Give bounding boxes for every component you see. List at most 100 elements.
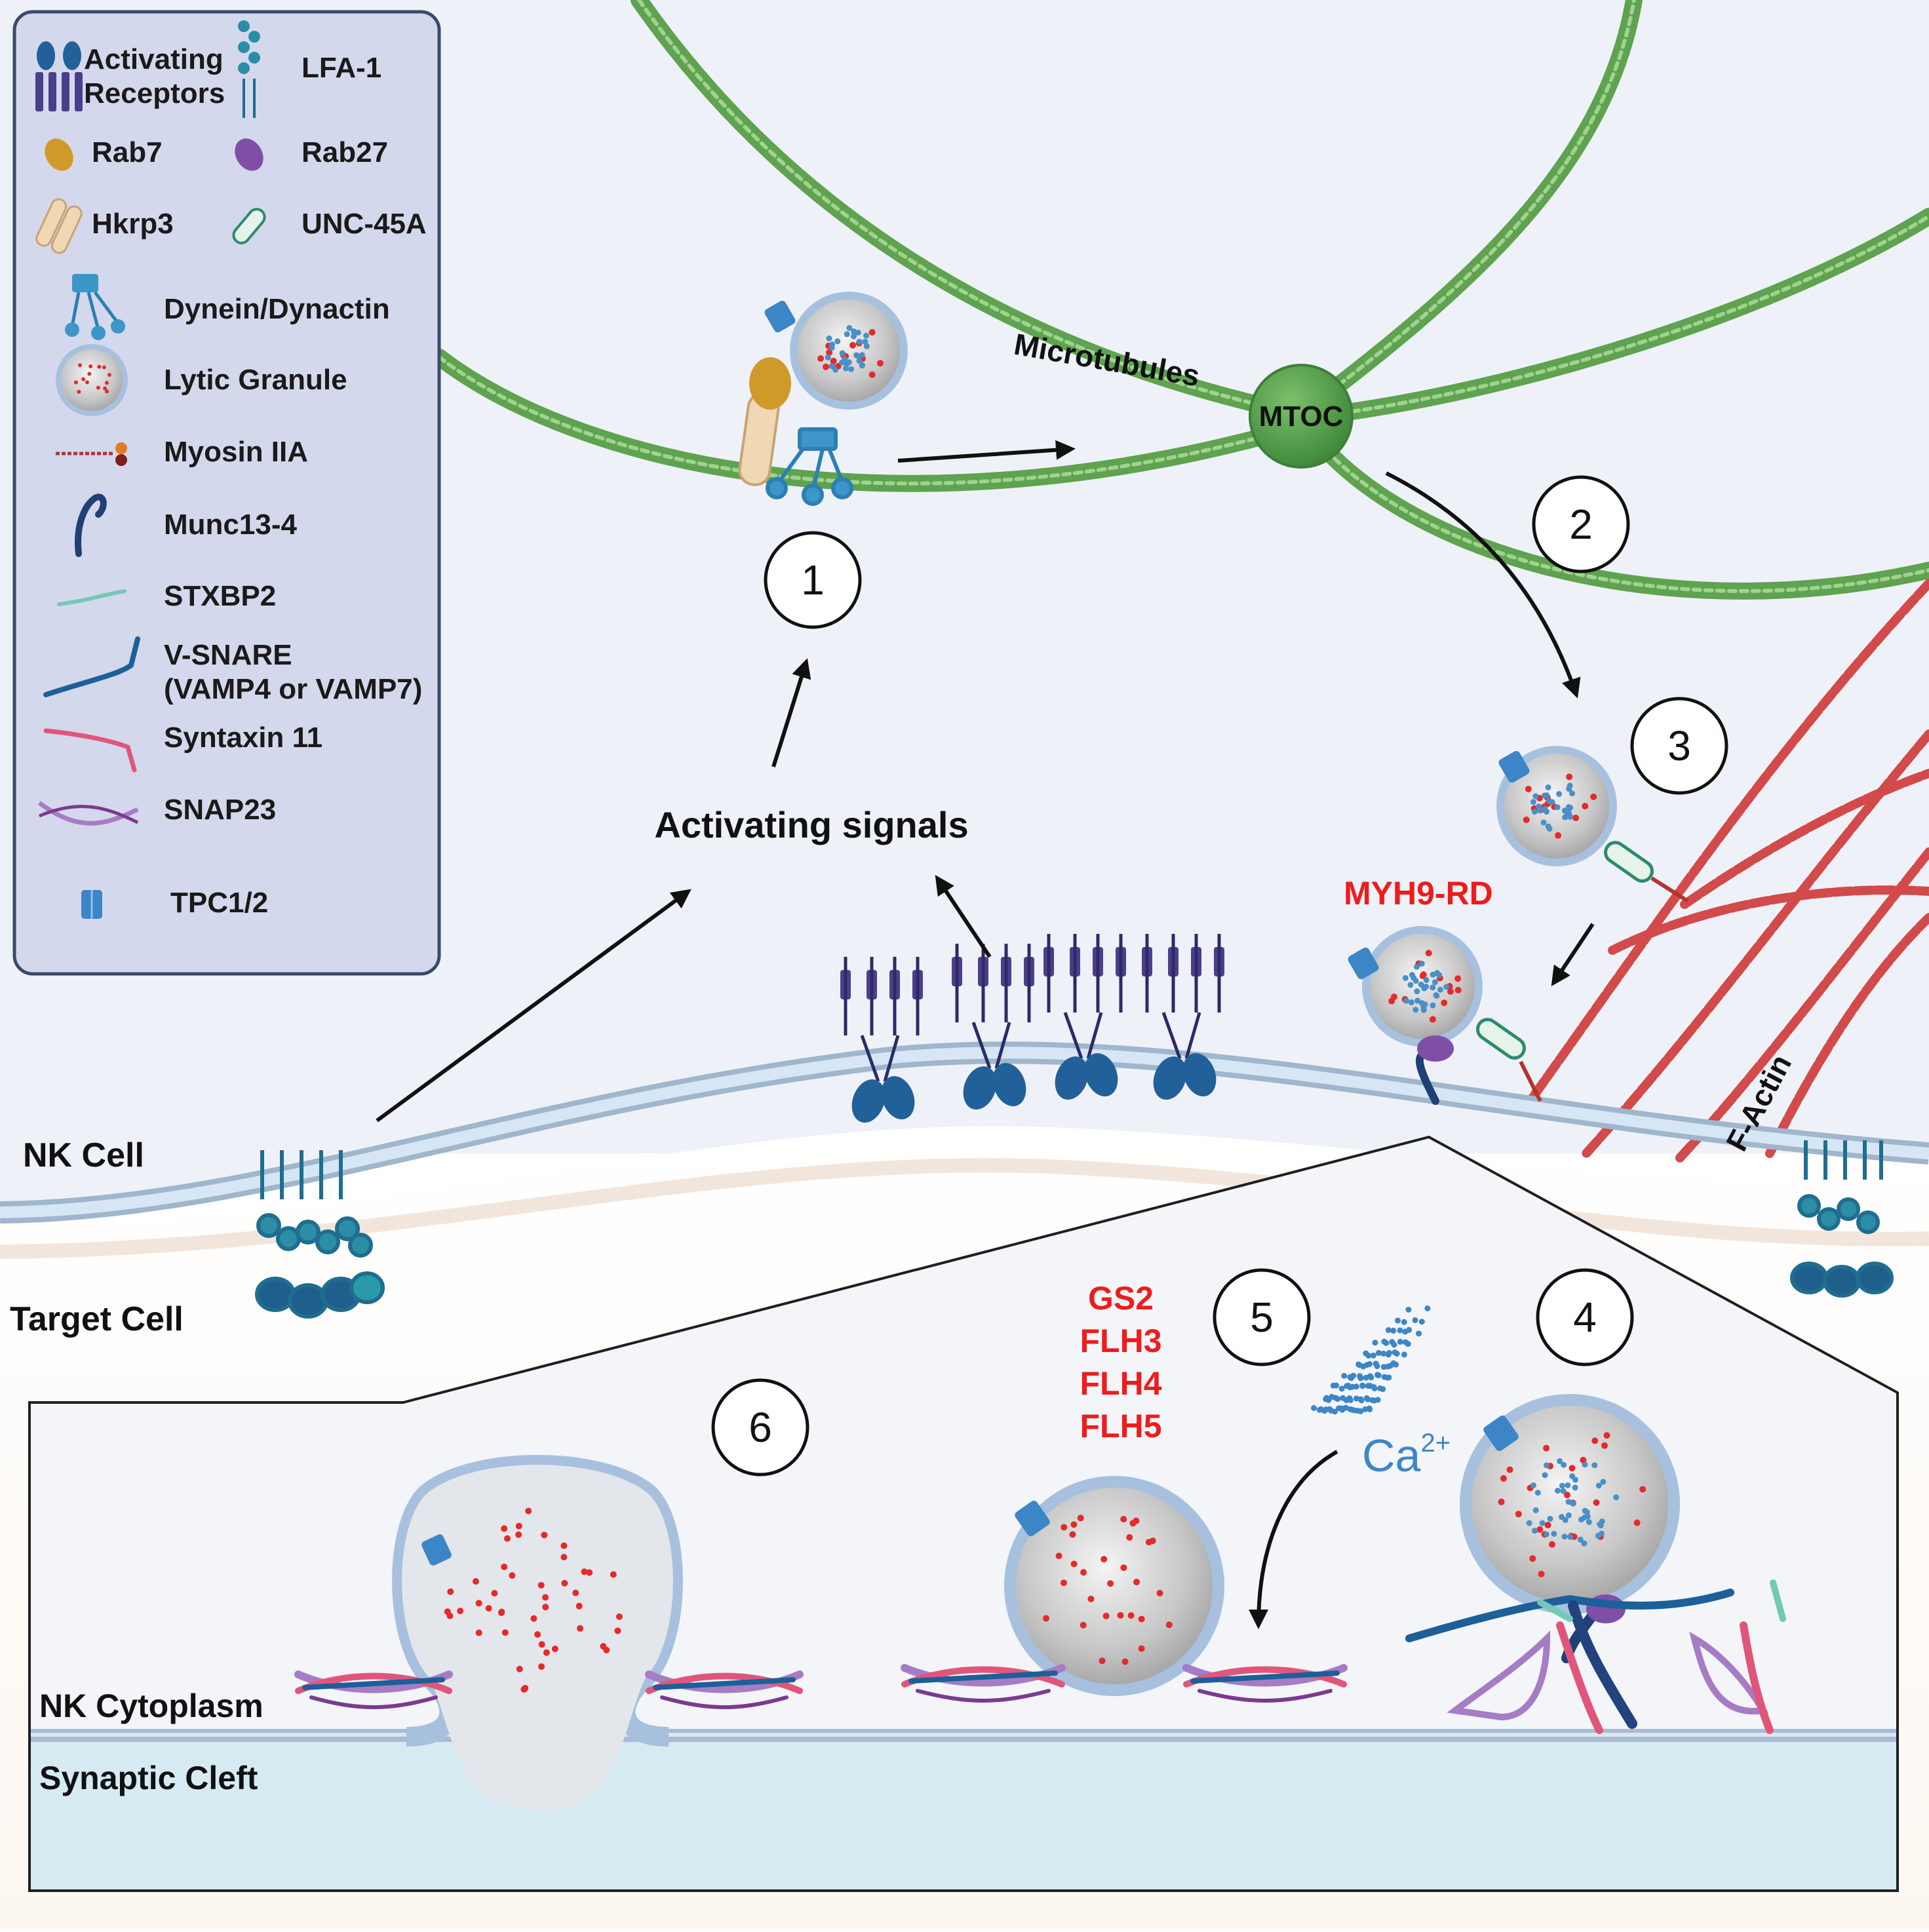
munc13-4-legend-label: Munc13-4	[164, 509, 297, 541]
tpc12-step1	[764, 300, 796, 333]
nk-cell-membrane-inner	[0, 1047, 1929, 1218]
munc13-4-icon	[75, 493, 107, 557]
unc45a-myh9	[1476, 1018, 1526, 1060]
myosin-iia-icon	[56, 442, 127, 466]
step-1-marker: 1	[764, 531, 862, 629]
step-3-marker: 3	[1630, 697, 1728, 795]
snare-complex-step6-right	[645, 1671, 804, 1709]
v-snare-step4	[1405, 1589, 1734, 1642]
hkrp3-icon	[35, 198, 83, 254]
snare-complex-step5-right	[1182, 1664, 1348, 1703]
syntaxin-11-icon	[43, 728, 137, 773]
tpc12-icon	[81, 890, 102, 919]
f-actin-5	[1765, 913, 1929, 1158]
rab7-icon	[45, 138, 73, 171]
rab7-step1	[749, 357, 791, 410]
arrows	[376, 440, 1595, 1629]
step-2-circle	[1532, 475, 1630, 573]
step-3-number: 3	[1667, 722, 1691, 769]
activating-receptor-cluster	[840, 934, 1224, 1123]
tpc12-step4	[1483, 1415, 1519, 1452]
snare-complexes	[294, 1579, 1786, 1734]
v-snare-legend-label-2: (VAMP4 or VAMP7)	[164, 673, 422, 705]
unc45a-step3	[1604, 841, 1654, 883]
step-2-number: 2	[1569, 501, 1593, 548]
step-4-number: 4	[1573, 1294, 1597, 1341]
lfa1-cluster-left	[255, 1150, 385, 1319]
tpc12-myh9	[1348, 947, 1379, 980]
arrow-step3-to-myh9	[1551, 923, 1595, 986]
dynein-dynactin-icon	[65, 274, 125, 340]
calcium-label: Ca2+	[1362, 1429, 1451, 1481]
dynein-dynactin-legend-label: Dynein/Dynactin	[164, 293, 390, 325]
f-actin-6	[1608, 885, 1929, 955]
target-cell-label: Target Cell	[10, 1300, 184, 1338]
microtubule-3-stripe	[1309, 0, 1636, 408]
step-5-marker: 5	[1213, 1268, 1311, 1366]
granule-content-dots	[444, 324, 1646, 1693]
v-snare-legend-label-1: V-SNARE	[164, 639, 292, 671]
calcium-dots	[1311, 1305, 1431, 1415]
stxbp2-legend-label: STXBP2	[164, 580, 276, 612]
snare-complex-step5-left	[901, 1664, 1066, 1703]
nk-cell-label: NK Cell	[23, 1136, 144, 1174]
arrow-receptors-to-signals	[935, 875, 992, 958]
f-actin-filaments	[1516, 579, 1929, 1165]
step-6-marker: 6	[711, 1378, 809, 1477]
lytic-granule-icon	[56, 344, 128, 416]
granule-step5	[1004, 1476, 1224, 1696]
hkrp3-legend-label: Hkrp3	[92, 208, 174, 240]
step-6-circle	[711, 1378, 809, 1477]
lytic-granule-legend-label: Lytic Granule	[164, 364, 347, 396]
activating-receptor-4	[1142, 934, 1224, 1100]
legend-icons	[35, 20, 266, 919]
tpc12-legend-label: TPC1/2	[170, 887, 268, 919]
activating-receptor-2	[952, 944, 1034, 1110]
f-actin-1	[1516, 579, 1929, 1119]
snare-complex-step6-left	[294, 1671, 453, 1709]
tpc12-step6	[421, 1534, 452, 1566]
disorder-flh5: FLH5	[1080, 1408, 1162, 1444]
step-markers: 1 2 3 4 5 6	[711, 475, 1728, 1477]
snap23-legend-label: SNAP23	[164, 794, 276, 826]
activating-signals-label: Activating signals	[654, 804, 968, 845]
activating-receptor-legend-label-1: Activating	[84, 43, 224, 75]
v-snare-icon	[43, 636, 140, 697]
step-1-circle	[764, 531, 862, 629]
dynein-dynactin-step1	[766, 427, 853, 506]
step-1-number: 1	[801, 556, 825, 604]
myh9-rd-label: MYH9-RD	[1344, 875, 1493, 912]
lfa1-cluster-right	[1790, 1140, 1894, 1298]
microtubule-1-stripe	[637, 0, 1303, 416]
microtubule-4-stripe	[1315, 214, 1929, 418]
rab27-icon	[235, 138, 263, 171]
rab27-legend-label: Rab27	[302, 136, 388, 168]
f-actin-4	[1680, 769, 1929, 909]
activating-receptor-icon	[35, 41, 83, 111]
mtoc-center	[1249, 364, 1354, 469]
arrow-granule-to-mtoc	[897, 440, 1076, 463]
unc45a-legend-label: UNC-45A	[302, 208, 427, 240]
step-4-circle	[1536, 1268, 1634, 1366]
disorder-gs2: GS2	[1088, 1280, 1154, 1317]
nk-cytoplasm-label: NK Cytoplasm	[39, 1688, 263, 1724]
activating-receptor-legend-label-2: Receptors	[84, 77, 225, 109]
myosin-iia-legend-label: Myosin IIA	[164, 436, 308, 468]
step-2-marker: 2	[1532, 475, 1630, 573]
activating-receptor-1	[840, 957, 923, 1123]
lfa1-legend-label: LFA-1	[302, 52, 381, 84]
legend-box	[12, 10, 441, 976]
arrow-mtoc-to-step3	[1385, 471, 1581, 699]
syntaxin-11-legend-label: Syntaxin 11	[164, 722, 322, 754]
tpc12-step3	[1498, 750, 1530, 783]
activating-receptor-3	[1043, 934, 1126, 1100]
snare-unassembled-step4	[1447, 1579, 1786, 1734]
stxbp2-icon	[57, 589, 127, 606]
arrow-signals-to-step1	[771, 658, 811, 767]
step-5-circle	[1213, 1268, 1311, 1366]
